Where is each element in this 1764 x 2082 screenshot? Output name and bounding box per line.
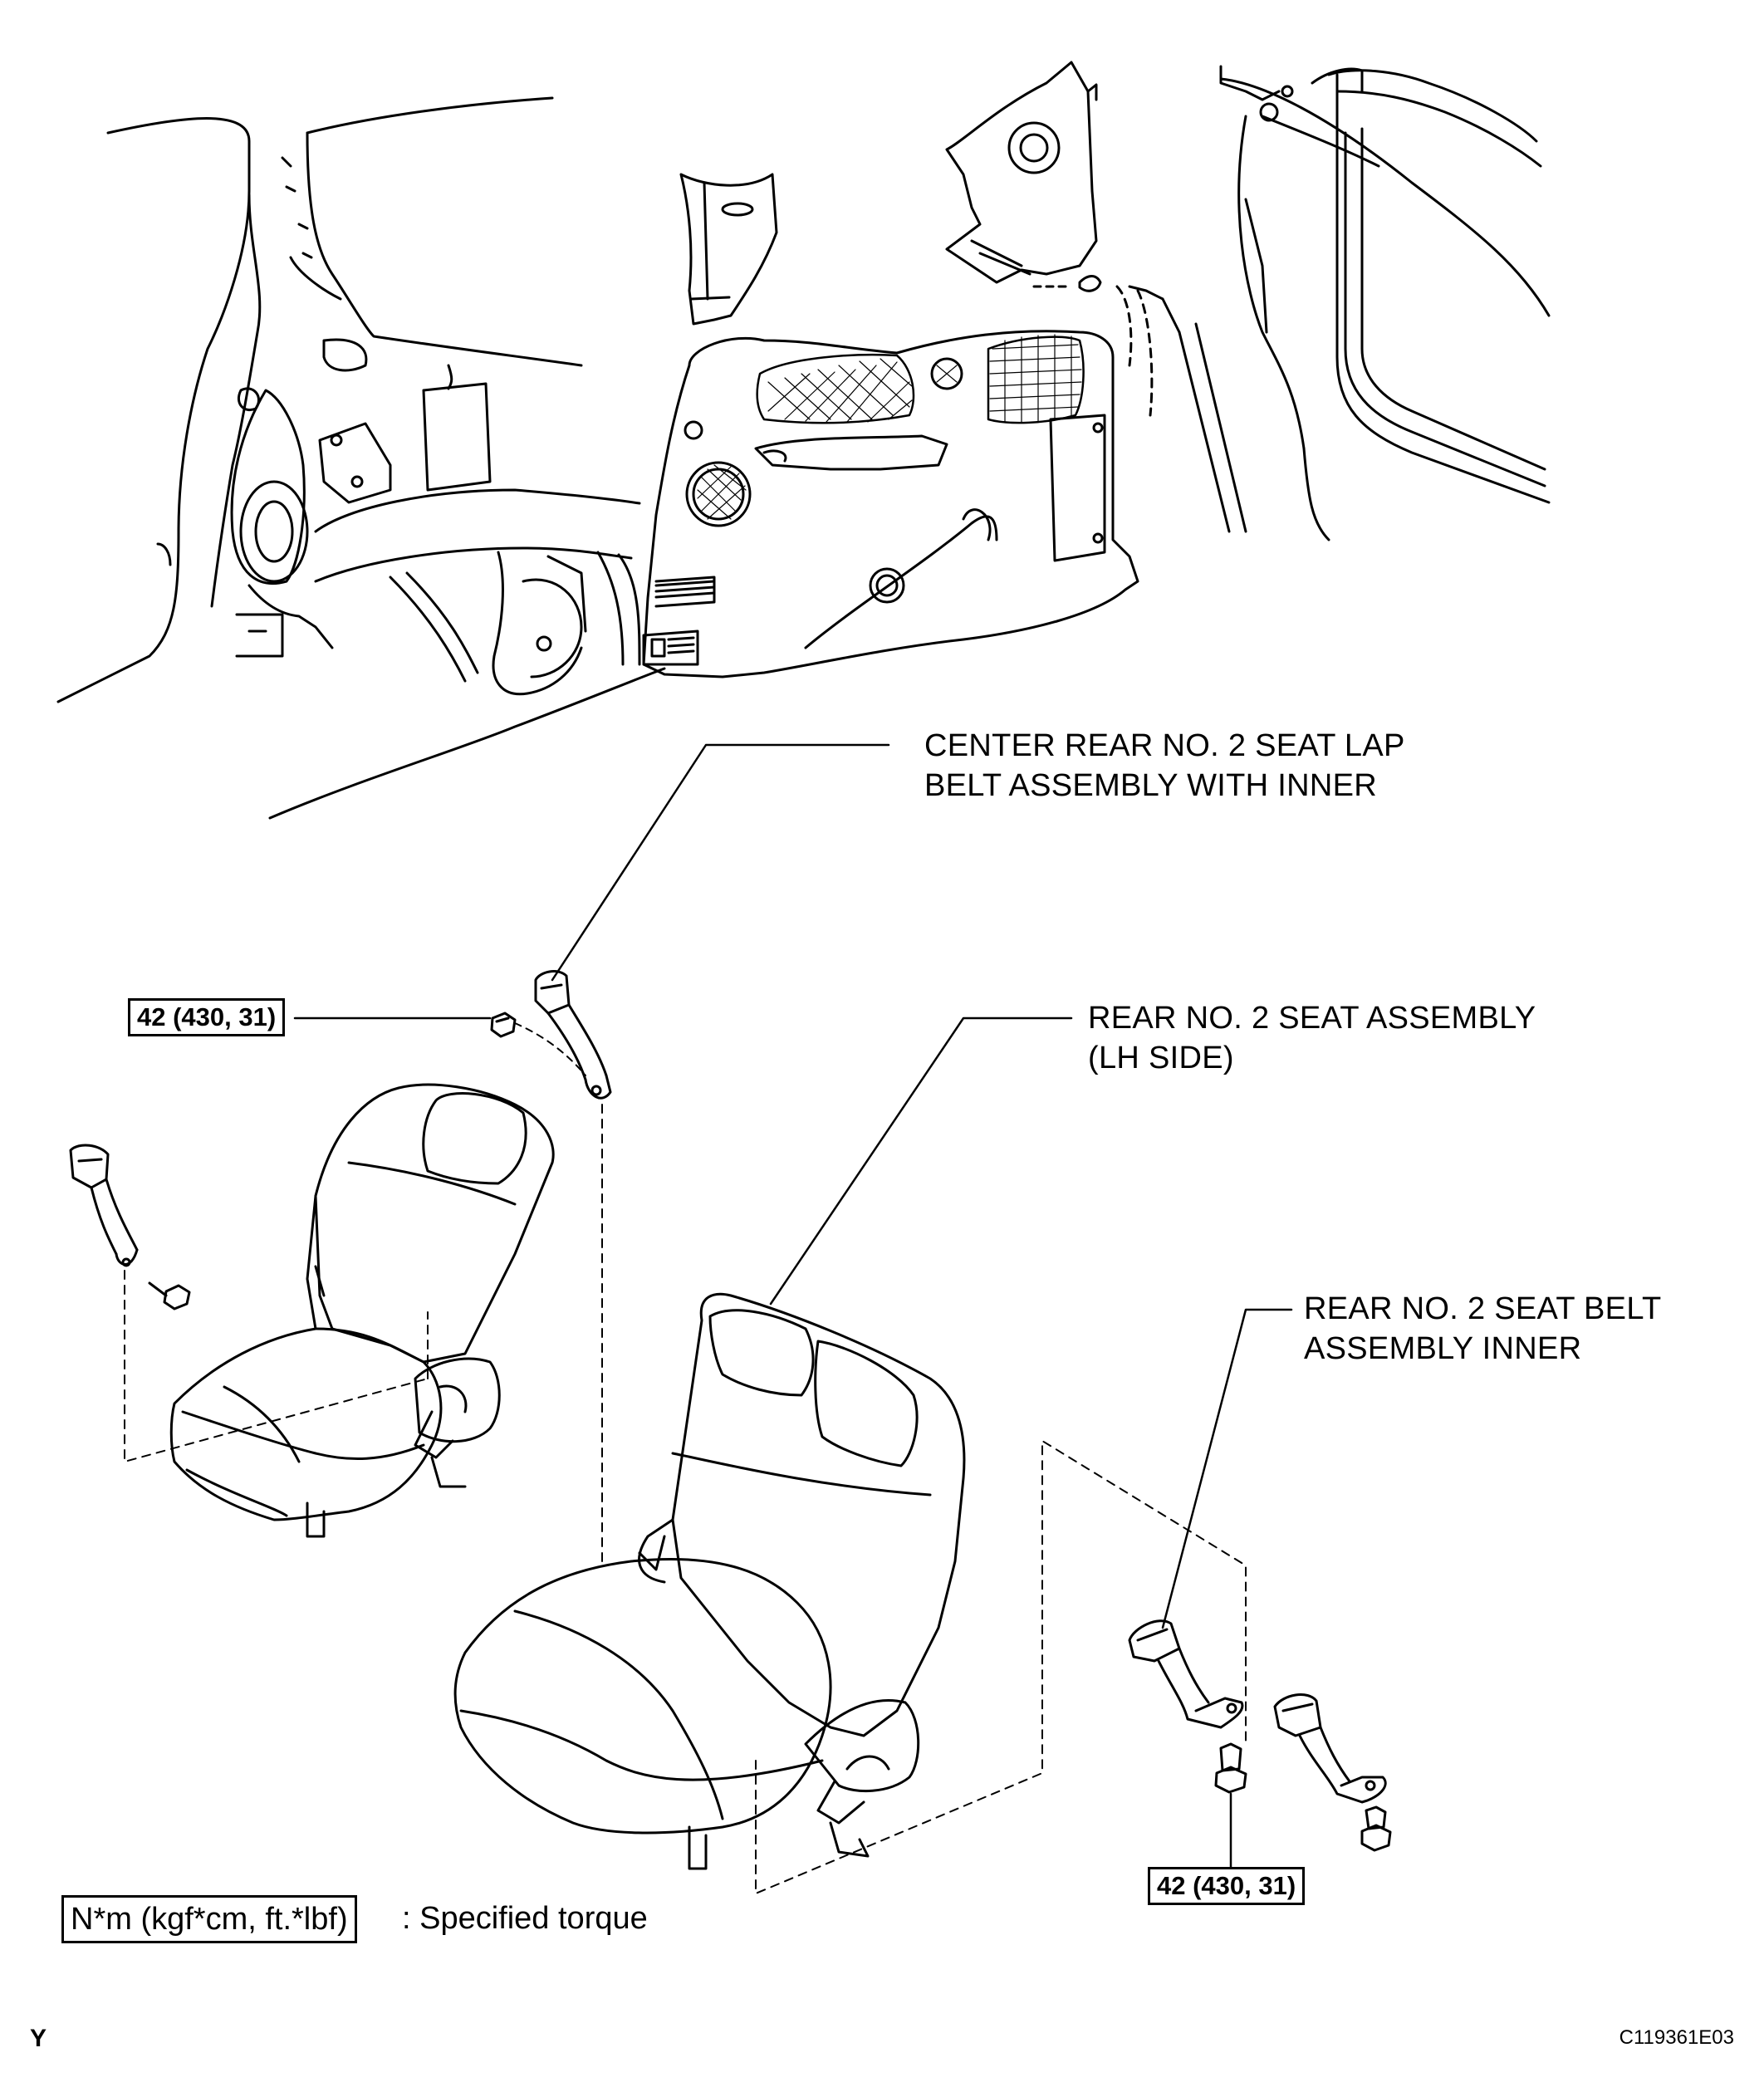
inner-seat-belt-buckle-a [1128,1619,1244,1729]
trim-mesh-pattern [697,334,1082,520]
rh-seat-assembly [169,1083,555,1538]
torque-spec-upper-bolt: 42 (430, 31) [128,998,286,1036]
inner-belt-bolt-a [1214,1742,1247,1794]
inner-belt-callout-line1: REAR NO. 2 SEAT BELT [1304,1291,1662,1326]
seat-assembly-callout-line2: (LH SIDE) [1088,1041,1234,1075]
rh-outer-seat-belt [69,1144,139,1267]
back-door-opening-frame [1115,65,1551,541]
rear-quarter-trim-panel [642,330,1139,678]
center-lap-belt-buckle [534,970,612,1100]
quarter-upper-trim [945,61,1102,292]
lap-belt-bolt [490,1012,517,1038]
inner-belt-bolt-b [1360,1805,1392,1852]
lh-seat-assembly [453,1292,966,1870]
figure-code: C119361E03 [1619,2026,1734,2049]
rh-outer-belt-bolt [148,1281,191,1310]
lap-belt-callout-line2: BELT ASSEMBLY WITH INNER [924,768,1377,803]
c-pillar-garnish [679,173,778,326]
torque-units-legend-box: N*m (kgf*cm, ft.*lbf) [61,1895,357,1943]
leader-lines [293,743,1293,1887]
inner-belt-callout-line2: ASSEMBLY INNER [1304,1331,1582,1366]
seat-assembly-callout-line1: REAR NO. 2 SEAT ASSEMBLY [1088,1001,1536,1036]
torque-legend-description: : Specified torque [402,1901,648,1936]
torque-spec-lower-bolt: 42 (430, 31) [1148,1867,1306,1905]
section-mark: Y [30,2025,47,2052]
inner-seat-belt-buckle-b [1273,1693,1387,1804]
lap-belt-callout-line1: CENTER REAR NO. 2 SEAT LAP [924,728,1405,763]
vehicle-body-shell [56,96,666,820]
